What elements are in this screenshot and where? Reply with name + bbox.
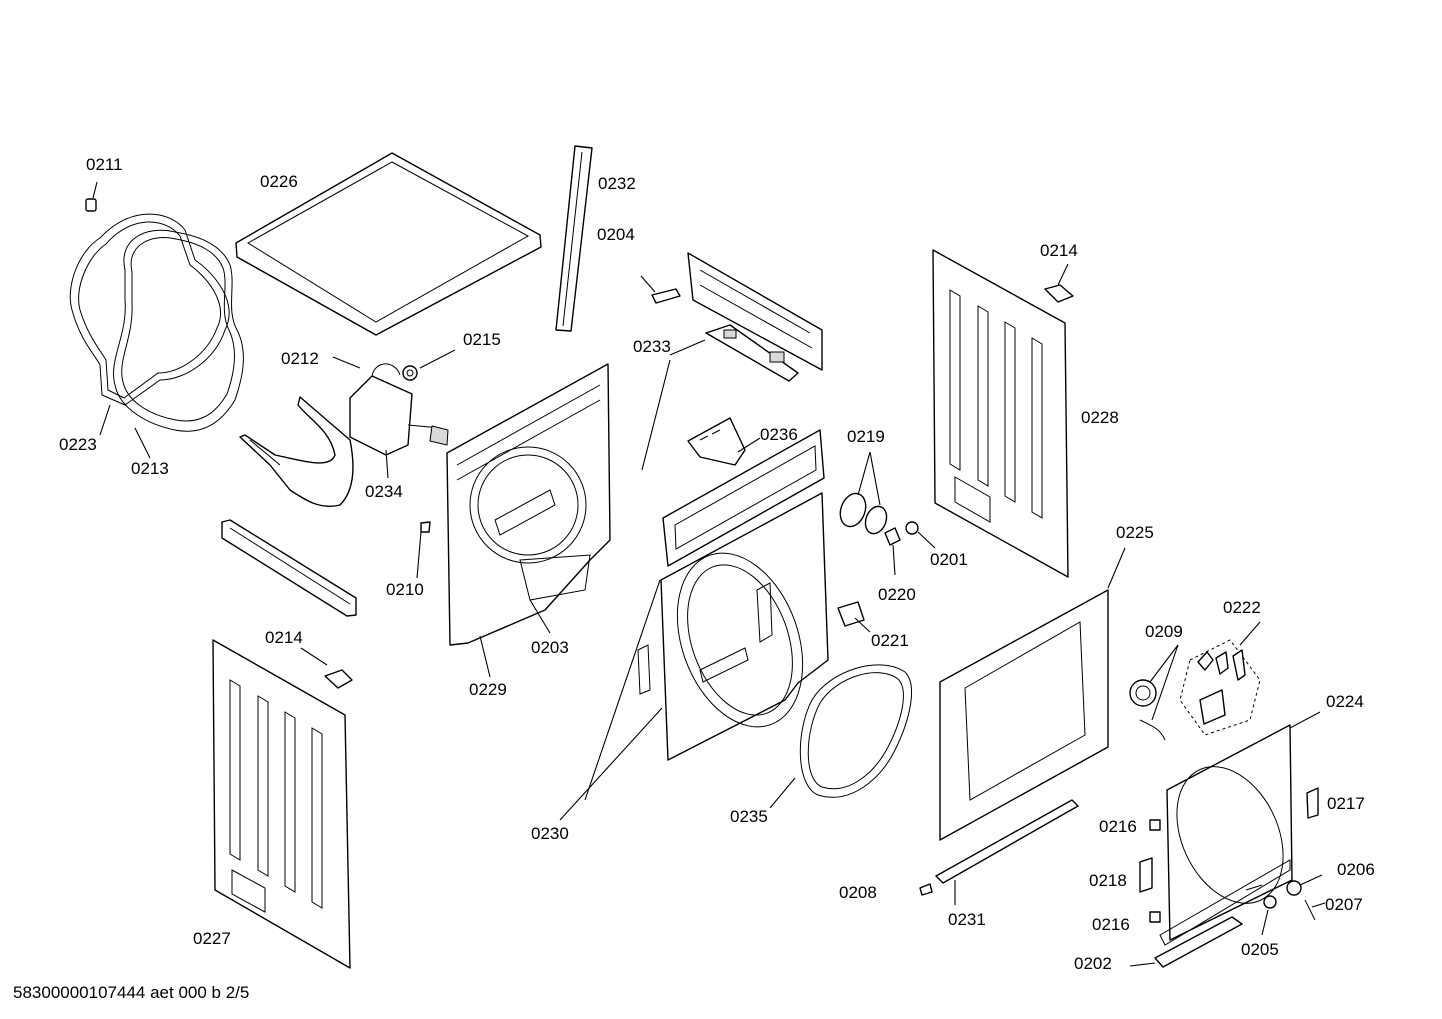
part-0215-sensor — [402, 349, 456, 381]
part-0223-gasket — [69, 213, 230, 406]
label-0203: 0203 — [531, 638, 569, 657]
part-0225-inner-door — [939, 589, 1109, 841]
part-0229-rear-panel — [446, 363, 611, 646]
part-0230-front-frame — [637, 492, 829, 761]
label-0213: 0213 — [131, 459, 169, 478]
part-0216-pad-b — [1149, 911, 1161, 923]
part-0220-bulb-holder — [884, 527, 901, 576]
label-0229: 0229 — [469, 680, 507, 699]
part-0205-screw — [1245, 884, 1277, 936]
label-0231: 0231 — [948, 910, 986, 929]
label-0211: 0211 — [86, 155, 123, 174]
label-0219: 0219 — [847, 427, 885, 446]
label-0228: 0228 — [1081, 408, 1119, 427]
label-0216a: 0216 — [1099, 817, 1137, 836]
label-0215: 0215 — [463, 330, 501, 349]
part-strut — [221, 519, 357, 617]
part-0232-strip — [555, 145, 593, 332]
label-0223: 0223 — [59, 435, 97, 454]
part-0236-connector — [687, 417, 761, 466]
label-0230: 0230 — [531, 824, 569, 843]
part-0209-lock — [1129, 644, 1179, 741]
part-0204-clip — [640, 275, 681, 304]
label-0202: 0202 — [1074, 954, 1112, 973]
label-0220: 0220 — [878, 585, 916, 604]
part-0216-pad-a — [1149, 819, 1161, 831]
label-0214b: 0214 — [265, 628, 303, 647]
part-0202-handle — [1129, 916, 1243, 968]
label-0209: 0209 — [1145, 622, 1183, 641]
part-heater-duct — [239, 396, 354, 507]
label-0236: 0236 — [760, 425, 798, 444]
label-0208: 0208 — [839, 883, 877, 902]
part-0211-screw — [85, 181, 98, 212]
part-0214-bracket-right — [1044, 263, 1074, 303]
part-0233-rail — [705, 324, 799, 382]
label-0235: 0235 — [730, 807, 768, 826]
label-0227: 0227 — [193, 929, 231, 948]
label-0222: 0222 — [1223, 598, 1261, 617]
label-0226: 0226 — [260, 172, 298, 191]
part-0231-trim-strip — [935, 799, 1079, 905]
part-0206-knob — [1286, 874, 1323, 896]
part-0221-switch — [837, 601, 871, 633]
label-0221: 0221 — [871, 631, 909, 650]
part-0201-bulb — [905, 521, 936, 549]
label-0234: 0234 — [365, 482, 403, 501]
part-0218-latch — [1139, 857, 1153, 893]
part-0219-lamp-cover — [839, 451, 888, 535]
part-0222-hinge-parts — [1179, 621, 1261, 736]
label-0217: 0217 — [1327, 794, 1365, 813]
part-0208-clip — [919, 883, 933, 896]
label-0212: 0212 — [281, 349, 319, 368]
label-0206: 0206 — [1337, 860, 1375, 879]
part-0207-spring — [1304, 899, 1326, 921]
label-0201: 0201 — [930, 550, 968, 569]
part-0235-door-seal — [799, 664, 912, 798]
label-0218: 0218 — [1089, 871, 1127, 890]
label-0210: 0210 — [386, 580, 424, 599]
label-0205: 0205 — [1241, 940, 1279, 959]
part-control-bracket — [687, 252, 823, 371]
part-0213-seal — [113, 229, 244, 432]
label-0224: 0224 — [1326, 692, 1364, 711]
part-0217-clip — [1306, 787, 1319, 819]
part-0210-clip — [416, 521, 431, 579]
part-0227-side-panel — [212, 639, 351, 969]
label-0216b: 0216 — [1092, 915, 1130, 934]
part-0234-module — [349, 363, 449, 456]
label-0232: 0232 — [598, 174, 636, 193]
part-0228-side-panel — [932, 249, 1069, 578]
part-0214-bracket-left — [300, 647, 353, 689]
part-0230-frame-top — [662, 429, 825, 567]
label-0204: 0204 — [597, 225, 635, 244]
label-0207: 0207 — [1325, 895, 1363, 914]
part-0226-top-cover — [235, 152, 542, 336]
label-0233: 0233 — [633, 337, 671, 356]
part-0224-outer-door — [1159, 724, 1293, 946]
label-0214a: 0214 — [1040, 241, 1078, 260]
label-0225: 0225 — [1116, 523, 1154, 542]
document-id-footer: 58300000107444 aet 000 b 2/5 — [13, 983, 250, 1002]
